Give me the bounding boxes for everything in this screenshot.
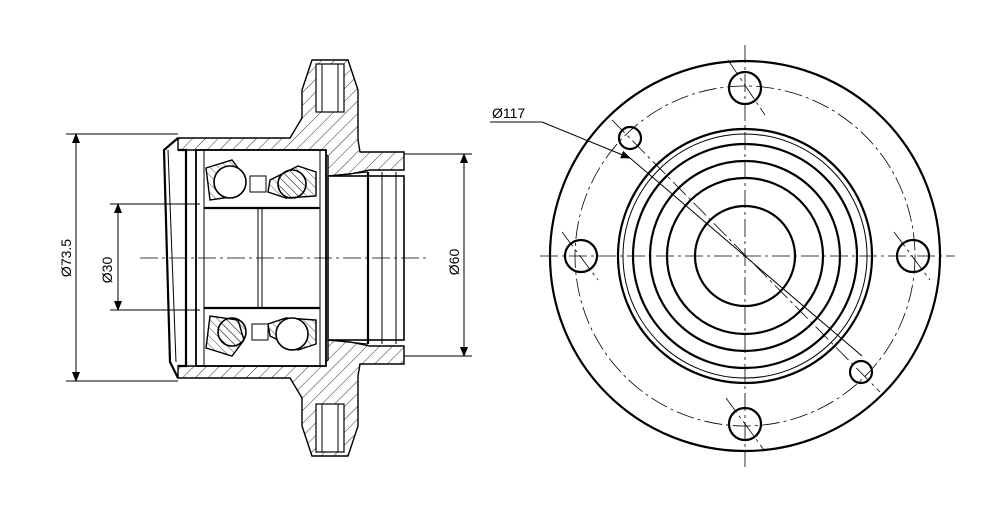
dimension-pilot-diameter: Ø60 (446, 249, 462, 276)
ball-upper-right (277, 169, 307, 199)
section-view: Ø73.5 Ø30 Ø60 (58, 59, 472, 457)
stud-hole-upper-left (617, 125, 643, 151)
flange-hole-upper (315, 63, 345, 113)
dimension-bolt-circle: Ø117 (492, 105, 525, 121)
ball-lower-left (217, 317, 247, 347)
stud-hole-lower-right (848, 359, 874, 385)
dimension-bore-diameter: Ø30 (99, 257, 115, 284)
ball-upper-left (213, 165, 247, 199)
ball-lower-right (275, 317, 309, 351)
front-view: Ø117 (490, 45, 955, 467)
flange-hole-lower (315, 403, 345, 453)
dimension-outer-diameter: Ø73.5 (58, 239, 74, 277)
